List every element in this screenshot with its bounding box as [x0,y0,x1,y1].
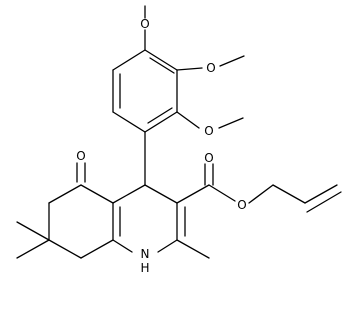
bond [16,221,50,241]
atom-label-o-methoxy-right: O [206,61,215,75]
atom-label-o-ketone: O [76,149,85,163]
bond [176,111,200,129]
bond [219,55,245,67]
bond [176,67,203,71]
bond [218,117,244,129]
bond [112,239,133,253]
bond [176,184,210,204]
bond [208,184,236,202]
bond [48,239,82,259]
bond [16,239,50,259]
atom-label-o-methoxy-bottom: O [204,124,213,138]
bond [112,184,146,204]
bond-network [16,5,342,259]
atom-label-n-ring: N [141,247,150,261]
bond [149,57,175,74]
bond [272,184,306,204]
bond [112,49,146,71]
atom-label-o-ester-ether: O [237,198,246,212]
bond [304,184,338,204]
bond [144,49,178,71]
bond [80,184,114,204]
bond [176,239,210,259]
atom-label-o-ester-carbonyl: O [204,151,213,165]
bond [80,239,114,259]
bond [306,191,342,213]
bond [48,184,82,204]
bond [144,111,178,133]
bond [112,111,146,133]
atom-labels: O O O O O O N H [76,17,246,275]
bond [147,107,173,124]
bond [157,239,178,253]
bond [144,184,178,204]
atom-label-o-methoxy-top: O [140,17,149,31]
bond [248,184,274,204]
atom-label-h-ring: H [140,261,149,275]
